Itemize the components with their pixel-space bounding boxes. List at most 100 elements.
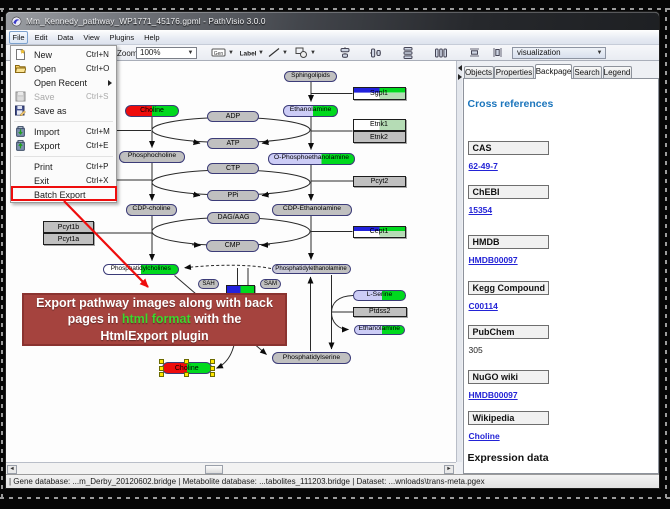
node-phosphatidylethanolamine[interactable]: Phosphatidylethanolamine [271, 263, 351, 274]
menu-item-shortcut: Ctrl+O [86, 64, 110, 73]
node-cdp-ethanolamine[interactable]: CDP-Ethanolamine [272, 204, 352, 216]
line-tool-button[interactable]: ▼ [268, 46, 288, 59]
dropdown-caret-icon[interactable]: ▼ [310, 49, 316, 56]
shape-tool-button[interactable]: ▼ [295, 46, 316, 59]
node-sah[interactable]: SAH [198, 278, 219, 289]
menubar-item-file[interactable]: File [9, 30, 29, 44]
node-ethanolamine[interactable]: Ethanolamine [283, 105, 338, 117]
status-bar: | Gene database: ...m_Derby_20120602.bri… [6, 474, 659, 488]
selection-handle[interactable] [209, 359, 215, 364]
menu-item-open-recent[interactable]: Open Recent [11, 76, 116, 90]
menubar-item-view[interactable]: View [83, 32, 100, 42]
visualization-combobox[interactable]: visualization ▼ [512, 46, 606, 59]
node-pcyt1a[interactable]: Pcyt1a [43, 233, 94, 245]
node-etnk2[interactable]: Etnk2 [352, 131, 406, 143]
tab-legend[interactable]: Legend [602, 66, 632, 79]
xref-link[interactable]: C00114 [468, 301, 498, 311]
selection-handle[interactable] [159, 365, 164, 371]
selection-handle[interactable] [209, 365, 215, 371]
node-choline[interactable]: Choline [125, 104, 179, 117]
node-cmp[interactable]: CMP [206, 239, 259, 252]
xref-link[interactable]: 15354 [468, 204, 493, 215]
toolbar: Zoom: 100% ▼ Gen▼Label▼▼▼ visualization … [6, 45, 659, 61]
tab-properties[interactable]: Properties [494, 66, 534, 79]
distribute-horizontal-button[interactable] [435, 46, 447, 59]
xref-link[interactable]: Choline [468, 431, 500, 441]
node-ptdss2[interactable]: Ptdss2 [353, 306, 407, 317]
zoom-label: Zoom: [117, 49, 140, 58]
common-height-button[interactable] [492, 46, 503, 59]
node-atp[interactable]: ATP [207, 138, 259, 149]
distribute-vertical-button[interactable] [402, 46, 414, 59]
align-center-horizontal-button[interactable] [339, 46, 351, 59]
node-l-serine[interactable]: L-Serine [353, 290, 406, 301]
dropdown-caret-icon[interactable]: ▼ [258, 49, 264, 56]
menubar-item-data[interactable]: Data [57, 32, 74, 42]
splitter-collapse-left-icon[interactable] [458, 65, 462, 71]
common-width-button[interactable] [469, 46, 480, 59]
selection-handle[interactable] [184, 372, 190, 377]
visualization-dropdown-arrow-icon[interactable]: ▼ [596, 49, 603, 56]
dropdown-caret-icon[interactable]: ▼ [228, 49, 234, 56]
menu-item-batch-export[interactable]: Batch Export [11, 188, 116, 202]
node-phosphatidylcholines[interactable]: Phosphatidylcholines [102, 264, 179, 275]
menubar-item-plugins[interactable]: Plugins [109, 32, 135, 42]
scroll-right-arrow-icon[interactable]: ► [444, 464, 454, 474]
menubar-item-help[interactable]: Help [144, 32, 160, 42]
menu-item-save-as[interactable]: Save as [11, 104, 116, 118]
zoom-combobox[interactable]: 100% ▼ [136, 46, 197, 59]
node-o-phosphoethanolamine[interactable]: O-Phosphoethanolamine [268, 153, 355, 165]
xref-link[interactable]: 62-49-7 [468, 161, 498, 171]
label-tool-button[interactable]: Label▼ [240, 46, 264, 59]
node-pcyt2[interactable]: Pcyt2 [353, 175, 406, 187]
selection-dash-top [0, 8, 670, 10]
xref-link[interactable]: HMDB00097 [468, 254, 518, 265]
menu-item-shortcut: Ctrl+X [86, 176, 109, 185]
xref-header: Wikipedia [467, 411, 549, 425]
node-dag-aag[interactable]: DAG/AAG [207, 211, 260, 224]
dropdown-caret-icon[interactable]: ▼ [282, 49, 288, 56]
selection-dash-left [1, 8, 3, 499]
canvas-horizontal-scrollbar[interactable]: ◄ ► [6, 462, 456, 474]
split-pane-divider[interactable] [456, 61, 462, 462]
splitter-collapse-arrows[interactable] [457, 65, 463, 83]
node-sphingolipids[interactable]: Sphingolipids [284, 70, 337, 82]
selection-handle[interactable] [184, 359, 190, 364]
node-cdp-choline[interactable]: CDP-choline [126, 204, 177, 216]
datanode-tool-button[interactable]: Gen▼ [211, 46, 234, 59]
scroll-left-arrow-icon[interactable]: ◄ [7, 464, 17, 474]
tab-search[interactable]: Search [572, 66, 602, 79]
node-ppi[interactable]: PPi [207, 190, 259, 201]
node-cept1[interactable]: Cept1 [352, 225, 406, 238]
node-adp[interactable]: ADP [207, 110, 259, 122]
zoom-dropdown-arrow-icon[interactable]: ▼ [187, 49, 194, 56]
scrollbar-thumb[interactable] [205, 464, 223, 474]
tab-objects[interactable]: Objects [463, 66, 494, 79]
menubar-item-edit[interactable]: Edit [34, 32, 48, 42]
xref-link[interactable]: HMDB00097 [468, 389, 518, 400]
node-pcyt1b[interactable]: Pcyt1b [43, 221, 94, 233]
selection-handle[interactable] [209, 372, 215, 377]
tab-backpage[interactable]: Backpage [535, 63, 572, 79]
node-ctp[interactable]: CTP [207, 163, 259, 174]
node-sgpl1[interactable]: Sgpl1 [352, 87, 406, 100]
node-etnk1[interactable]: Etnk1 [352, 118, 406, 131]
splitter-expand-right-icon[interactable] [458, 74, 462, 80]
selection-handle[interactable] [159, 359, 164, 364]
node-phosphatidylserine[interactable]: Phosphatidylserine [272, 352, 351, 364]
align-center-vertical-button[interactable] [370, 46, 382, 59]
node-ethanolamine-2[interactable]: Ethanolamine [353, 324, 405, 335]
selection-handle[interactable] [159, 372, 164, 377]
node-phosphocholine[interactable]: Phosphocholine [119, 151, 185, 163]
annotation-line: Export pathway images along with back [36, 295, 273, 310]
node-sam[interactable]: SAM [260, 278, 281, 289]
